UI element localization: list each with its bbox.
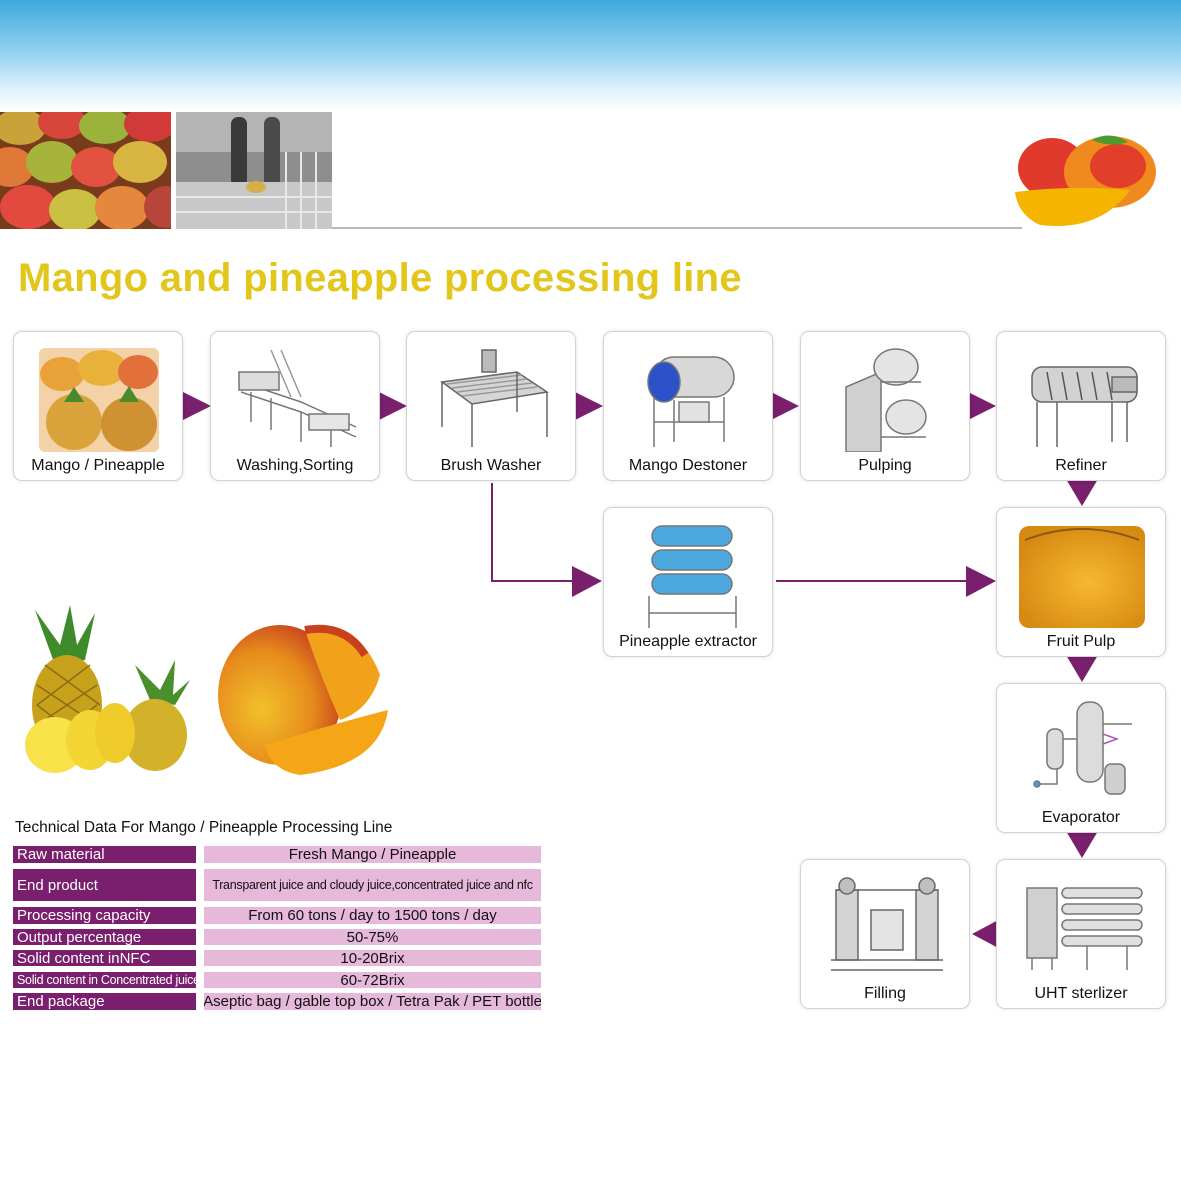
arrow-step4-step5 bbox=[769, 391, 799, 421]
evaporator-machine-icon bbox=[1033, 701, 1132, 795]
table-row: Solid content in Concentrated juice 60-7… bbox=[13, 972, 541, 988]
row-label: Solid content inNFC bbox=[13, 950, 196, 966]
row-label: End product bbox=[13, 869, 196, 901]
page-title: Mango and pineapple processing line bbox=[18, 256, 742, 300]
row-value: Fresh Mango / Pineapple bbox=[204, 846, 541, 863]
destoner-machine-icon bbox=[647, 356, 735, 447]
technical-data-title: Technical Data For Mango / Pineapple Pro… bbox=[15, 819, 393, 836]
header-sky-band bbox=[0, 0, 1181, 112]
row-value: 60-72Brix bbox=[204, 972, 541, 988]
pulping-machine-icon bbox=[845, 348, 927, 452]
fruit-pulp-photo-icon bbox=[1019, 526, 1145, 628]
table-row: Output percentage 50-75% bbox=[13, 929, 541, 945]
arrow-step5-step6 bbox=[966, 391, 996, 421]
row-value: 50-75% bbox=[204, 929, 541, 945]
step-refiner: Refiner bbox=[996, 331, 1166, 481]
step-label: Washing,Sorting bbox=[236, 457, 354, 474]
arrow-extractor-pulp bbox=[966, 566, 996, 597]
step-pulping: Pulping bbox=[800, 331, 970, 481]
table-row: Processing capacity From 60 tons / day t… bbox=[13, 907, 541, 924]
row-value: Aseptic bag / gable top box / Tetra Pak … bbox=[204, 993, 541, 1010]
step-label: Refiner bbox=[1055, 457, 1107, 474]
step-evaporator: Evaporator bbox=[996, 683, 1166, 833]
step-filling: Filling bbox=[800, 859, 970, 1009]
arrow-step2-step3 bbox=[377, 391, 407, 421]
arrow-step1-step2 bbox=[181, 391, 211, 421]
step-label: Pineapple extractor bbox=[619, 633, 757, 650]
machine-closeup-photo bbox=[176, 112, 332, 229]
step-mango-destoner: Mango Destoner bbox=[603, 331, 773, 481]
header-divider-line bbox=[332, 227, 1022, 229]
step-pineapple-extractor: Pineapple extractor bbox=[603, 507, 773, 657]
table-row: Raw material Fresh Mango / Pineapple bbox=[13, 846, 541, 863]
step-label: Mango Destoner bbox=[628, 457, 748, 474]
refiner-machine-icon bbox=[1031, 366, 1138, 447]
filling-machine-icon bbox=[831, 877, 943, 971]
arrow-refiner-pulp bbox=[1066, 479, 1098, 506]
row-value: 10-20Brix bbox=[204, 950, 541, 966]
table-row: Solid content inNFC 10-20Brix bbox=[13, 950, 541, 966]
extractor-machine-icon bbox=[648, 525, 737, 628]
mango-photo bbox=[210, 615, 395, 780]
step-washing-sorting: Washing,Sorting bbox=[210, 331, 380, 481]
step-label: Fruit Pulp bbox=[1046, 633, 1116, 650]
fruit-photo-icon bbox=[39, 348, 159, 452]
step-mango-pineapple: Mango / Pineapple bbox=[13, 331, 183, 481]
table-row: End product Transparent juice and cloudy… bbox=[13, 869, 541, 901]
step-label: Mango / Pineapple bbox=[31, 457, 165, 474]
step-label: Brush Washer bbox=[440, 457, 542, 474]
row-value: Transparent juice and cloudy juice,conce… bbox=[204, 869, 541, 901]
brush-washer-machine-icon bbox=[440, 349, 550, 447]
table-row: End package Aseptic bag / gable top box … bbox=[13, 993, 541, 1010]
step-label: UHT sterlizer bbox=[1034, 985, 1128, 1002]
row-label: Processing capacity bbox=[13, 907, 196, 924]
arrow-pulp-evaporator bbox=[1066, 655, 1098, 682]
arrow-brush-extractor bbox=[572, 566, 602, 597]
pineapple-photo bbox=[15, 605, 195, 775]
row-label: Output percentage bbox=[13, 929, 196, 945]
row-label: Raw material bbox=[13, 846, 196, 863]
step-label: Filling bbox=[864, 985, 906, 1002]
step-brush-washer: Brush Washer bbox=[406, 331, 576, 481]
step-fruit-pulp: Fruit Pulp bbox=[996, 507, 1166, 657]
step-label: Pulping bbox=[858, 457, 912, 474]
uht-machine-icon bbox=[1026, 887, 1143, 970]
step-label: Evaporator bbox=[1041, 809, 1121, 826]
row-label: Solid content in Concentrated juice bbox=[13, 972, 196, 988]
step-uht-sterlizer: UHT sterlizer bbox=[996, 859, 1166, 1009]
arrow-step3-step4 bbox=[573, 391, 603, 421]
arrow-uht-filling bbox=[972, 918, 1002, 950]
mango-pile-photo bbox=[0, 112, 171, 229]
arrow-evaporator-uht bbox=[1066, 831, 1098, 858]
line-brush-extractor bbox=[491, 483, 572, 582]
row-value: From 60 tons / day to 1500 tons / day bbox=[204, 907, 541, 924]
mango-header-photo bbox=[1010, 130, 1160, 232]
row-label: End package bbox=[13, 993, 196, 1010]
washing-machine-icon bbox=[238, 349, 357, 447]
